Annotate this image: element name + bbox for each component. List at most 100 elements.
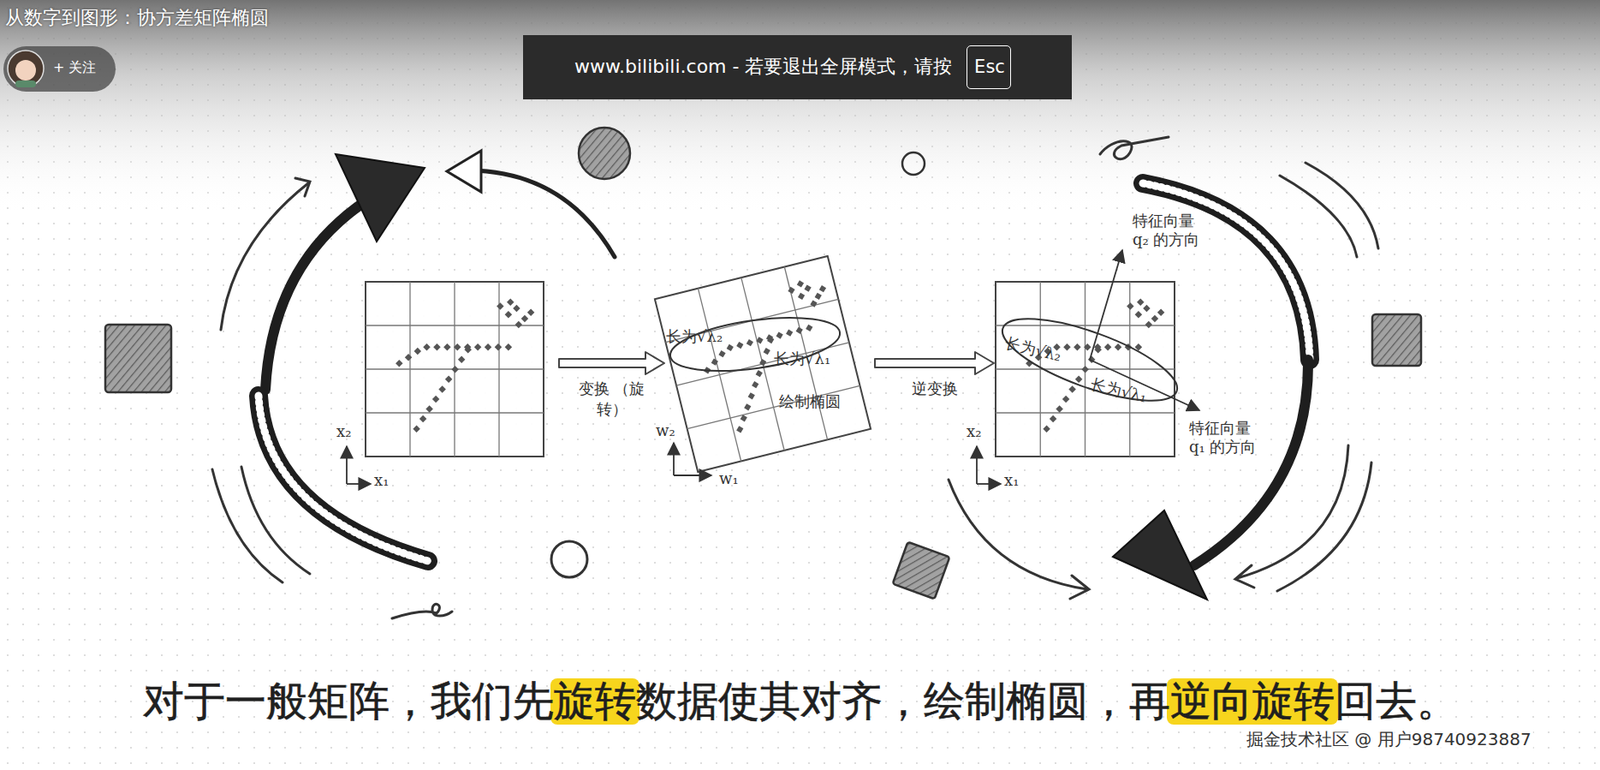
data-point [736,341,744,349]
data-point [432,395,440,403]
data-point [512,304,520,312]
axis-label: w₂ [655,421,676,441]
data-point [797,279,804,287]
data-point [494,343,502,351]
arrow-head [1112,510,1208,600]
data-point [787,286,795,294]
data-point [433,343,441,351]
axis-label: x₂ [966,422,982,441]
grid-line [676,342,850,386]
eigenvector-arrow [1089,359,1200,411]
data-point [1114,343,1122,351]
data-point [419,415,427,423]
axis-arrow [672,442,675,476]
scatter-panel: x₂x₁ [365,281,544,457]
data-point [718,350,726,357]
data-point [1062,395,1070,403]
data-point [451,365,458,373]
data-point [1042,424,1050,432]
deco-circle [551,541,588,577]
deco-square [105,324,172,393]
axis-label: x₁ [374,470,389,490]
data-point [759,358,767,366]
motion-line [241,466,310,574]
data-point [527,309,535,316]
transform-arrow [874,351,994,375]
data-point [506,298,514,306]
data-point [1136,298,1144,306]
data-point [404,353,412,361]
edge-label: 逆变换 [901,378,969,399]
data-point [521,315,529,322]
data-point [1104,343,1112,351]
cycle-arrow [469,170,615,257]
eigenvector-label: 特征向量 q₁ 的方向 [1189,418,1260,456]
data-point [515,321,523,328]
data-point [797,292,805,300]
squiggle [392,603,453,619]
arrow-head [446,150,482,192]
grid-frame [654,255,871,472]
eigenvector-label: 特征向量 q₂ 的方向 [1132,211,1203,249]
data-point [425,404,433,412]
axis-arrow [673,474,712,476]
eigenvector-arrow [1089,249,1123,360]
follow-button: + 关注 [3,46,116,92]
step-label: 绘制椭圆 [779,392,841,411]
grid-frame [365,281,544,457]
data-point [1081,365,1089,373]
scatter-plot [995,281,1175,457]
motion-line [1235,565,1255,588]
data-point [1049,415,1057,423]
motion-line [1305,162,1379,249]
data-point [766,333,774,341]
scatter-plot [666,267,860,461]
motion-line [1279,175,1357,257]
grid-line [687,385,861,429]
key-box: Esc [966,45,1012,90]
top-shade [0,0,1600,215]
cycle-arrow [1194,359,1309,566]
data-point [1055,404,1063,412]
data-point [496,302,504,310]
axis-arrow [346,482,371,485]
subtitle: 对于一般矩阵，我们先旋转数据使其对齐，绘制椭圆，再逆向旋转回去。 [0,676,1600,726]
data-point [755,369,763,377]
data-point [1068,385,1076,393]
motion-line [948,479,1088,589]
data-point [1073,343,1081,351]
grid-line [995,411,1175,413]
data-point [443,343,451,351]
data-point [505,310,512,318]
squiggle [1100,136,1169,160]
length-label: 长为√λ₂ [666,327,723,346]
data-point [746,339,754,346]
scatter-plot [365,281,544,457]
avatar-shirt [15,80,36,88]
motion-line [1277,462,1372,591]
data-point [422,343,430,351]
key-label: Esc [967,56,1012,78]
data-point [803,285,811,292]
transform-arrow [559,351,665,375]
data-point [463,343,471,351]
watermark: 掘金技术社区 @ 用户98740923887 [1244,727,1534,751]
data-point [505,343,512,351]
axis-arrow [345,446,348,484]
deco-circle [578,127,631,179]
motion-line [1070,575,1089,599]
data-point [1083,343,1091,351]
data-point [484,343,492,351]
data-point [474,343,482,351]
grid-line [365,411,544,413]
deco-square [892,541,951,600]
data-point [1142,304,1150,312]
data-point [736,425,744,433]
data-point [1135,310,1143,318]
axis-arrow [975,446,978,484]
data-point [763,347,771,355]
motion-line [295,178,310,197]
data-point [819,285,827,292]
